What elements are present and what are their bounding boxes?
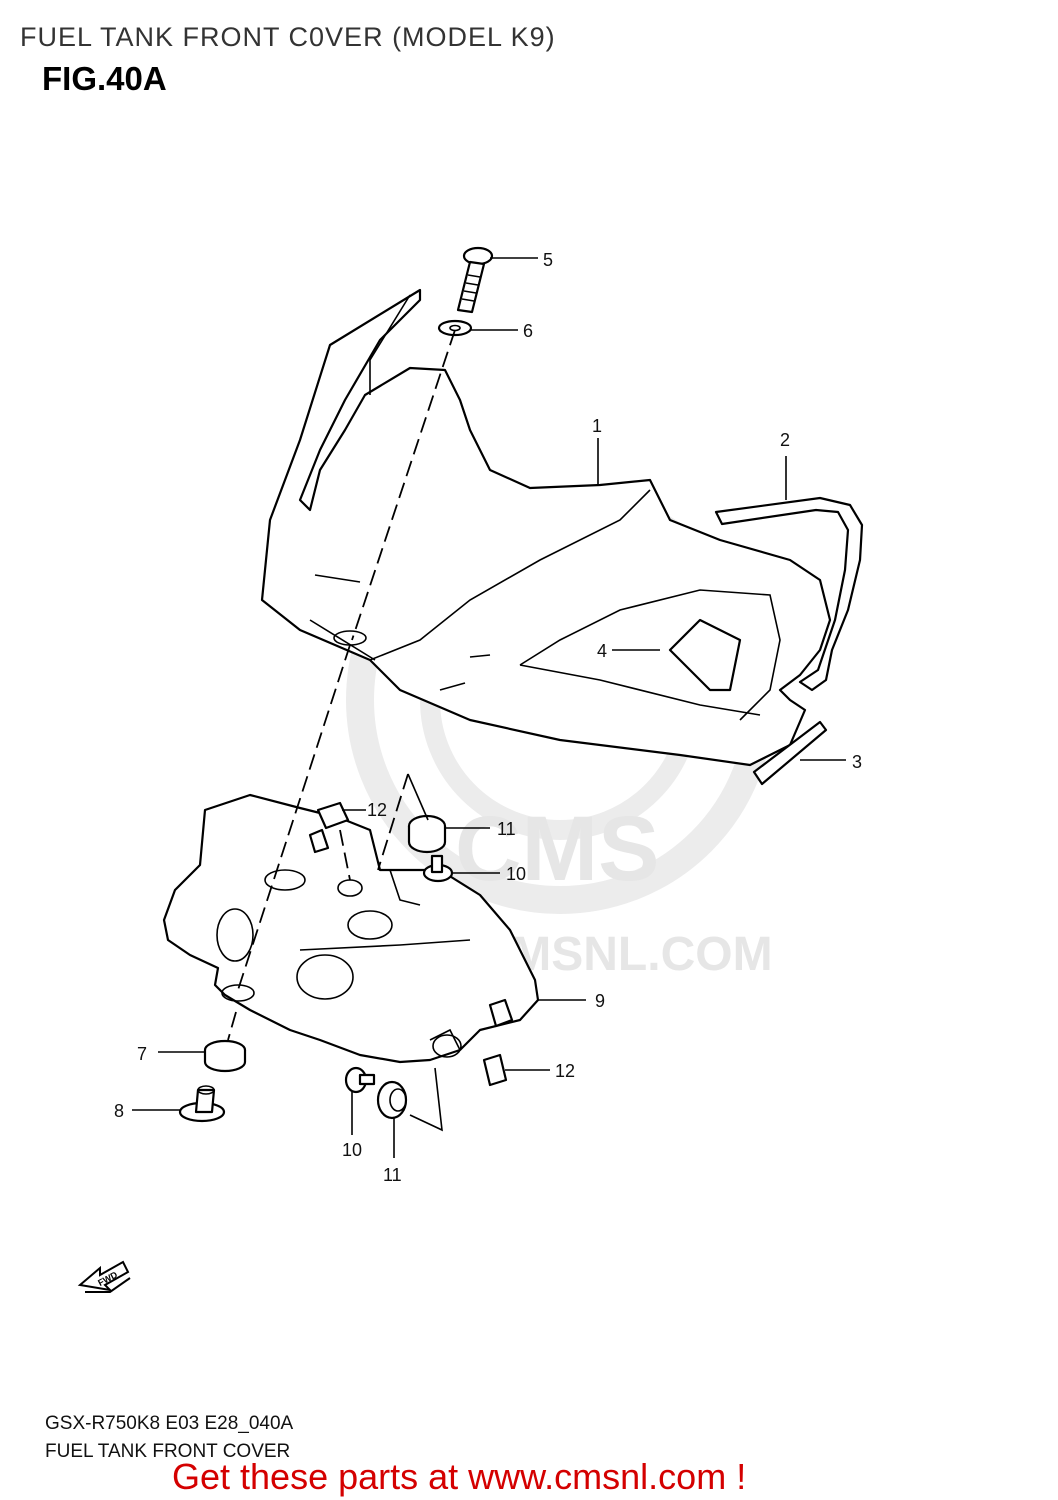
callout-11-upper: 11 [497,819,516,839]
part-12-nut-upper [308,801,350,854]
callout-1: 1 [592,416,602,436]
callout-2: 2 [780,430,790,450]
watermark-brand: CMS [455,798,659,900]
part-11-grommet-upper [407,814,447,854]
callout-11-lower: 11 [383,1165,402,1185]
part-2-trim-strip [714,496,864,692]
promo-link[interactable]: Get these parts at www.cmsnl.com ! [172,1456,747,1497]
callout-5: 5 [543,250,553,270]
callout-12-upper: 12 [367,800,387,820]
part-10-bolt-lower [344,1066,376,1094]
forward-arrow-icon: FWD [77,1260,131,1293]
part-6-washer [437,319,473,337]
callout-10-upper: 10 [506,864,526,884]
page-title: FUEL TANK FRONT C0VER (MODEL K9) [20,22,556,52]
callouts: 1 2 3 4 5 6 7 8 9 10 10 11 11 12 12 [114,250,862,1185]
callout-12-lower: 12 [555,1061,575,1081]
diagram-name: FUEL TANK FRONT COVER [45,1441,291,1462]
callout-3: 3 [852,752,862,772]
part-12-nut-lower [482,998,514,1087]
figure-label: FIG.40A [42,60,167,97]
part-8-collar [178,1085,226,1123]
callout-6: 6 [523,321,533,341]
callout-4: 4 [597,641,607,661]
part-5-screw [456,246,494,314]
part-11-grommet-lower [376,1080,408,1120]
part-7-grommet [203,1039,247,1073]
callout-7: 7 [137,1044,147,1064]
diagram-code: GSX-R750K8 E03 E28_040A [45,1413,294,1434]
assembly-lines [227,329,456,1132]
callout-10-lower: 10 [342,1140,362,1160]
callout-8: 8 [114,1101,124,1121]
part-3-pad [752,720,828,786]
leader-lines [132,257,846,1158]
callout-9: 9 [595,991,605,1011]
part-1-front-cover [260,288,832,767]
part-9-bracket [162,793,540,1064]
